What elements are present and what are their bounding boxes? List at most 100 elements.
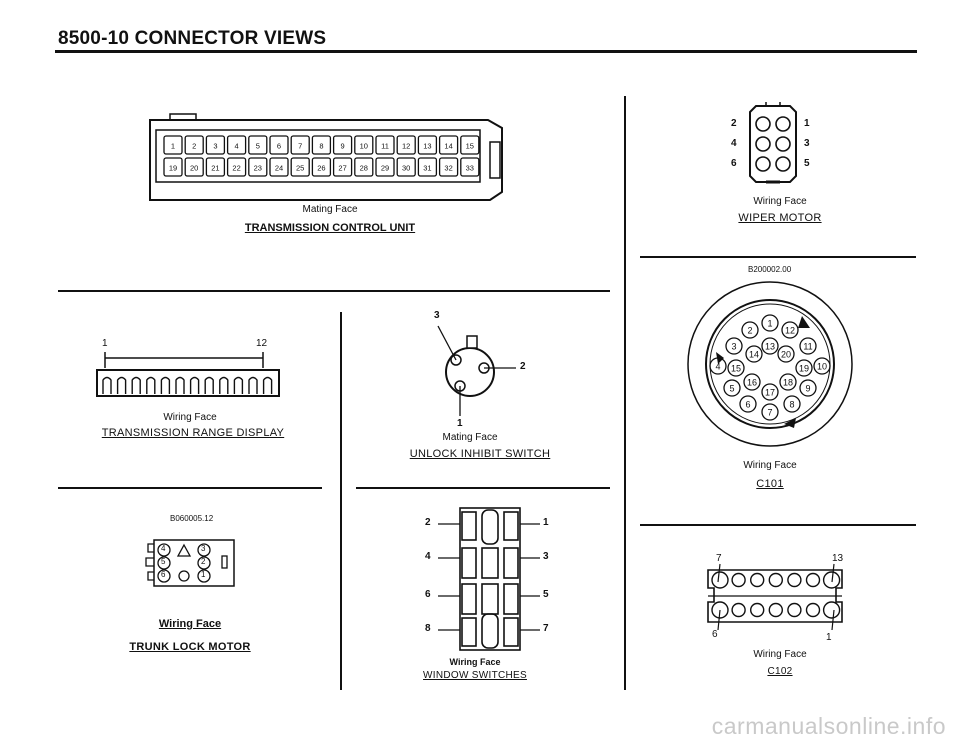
tcu-pin-bottom: 31 xyxy=(417,157,438,177)
c101-pin: 9 xyxy=(799,379,817,397)
unlock-pin-label: 3 xyxy=(434,310,440,321)
tcu-pin-bottom: 20 xyxy=(184,157,204,177)
trd-pin-slot xyxy=(204,376,214,394)
c101-pin: 18 xyxy=(779,373,797,391)
trunk-pin-label: 5 xyxy=(161,557,166,566)
tcu-pin-number: 4 xyxy=(235,142,239,151)
trunk-pin xyxy=(157,543,171,557)
window-pin-label: 1 xyxy=(543,517,549,528)
c101-pin-number: 20 xyxy=(781,350,791,360)
tcu-pin-top: 6 xyxy=(269,135,289,155)
c102-pin xyxy=(731,572,746,588)
c101-pin-number: 6 xyxy=(745,400,750,410)
unlock-face-label: Mating Face xyxy=(442,432,498,443)
tcu-caption: TRANSMISSION CONTROL UNIT xyxy=(244,222,416,234)
c101-pin-number: 15 xyxy=(731,364,741,374)
c102-caption: C102 xyxy=(767,666,793,677)
trunk-pin-label: 1 xyxy=(201,570,206,579)
wiper-pin xyxy=(755,136,771,152)
c102-pin xyxy=(822,601,841,619)
tcu-pin-number: 23 xyxy=(254,164,262,173)
tcu-pin-top: 9 xyxy=(332,135,353,155)
trd-pin-slot xyxy=(262,376,273,394)
c101-pin: 15 xyxy=(727,359,745,377)
window-face-label: Wiring Face xyxy=(449,657,501,667)
c101-face-label: Wiring Face xyxy=(743,460,797,471)
tcu-pin-top: 12 xyxy=(396,135,416,155)
c101-pin: 3 xyxy=(725,337,743,355)
c101-pin-number: 9 xyxy=(805,384,810,394)
unlock-pin-label: 1 xyxy=(457,418,463,429)
c101-pin: 4 xyxy=(709,357,727,375)
c101-pin-number: 4 xyxy=(715,362,720,372)
trd-pin-slot xyxy=(116,376,127,394)
c101-pin: 20 xyxy=(777,345,795,363)
tcu-pin-top: 7 xyxy=(290,135,310,155)
tcu-pin-bottom: 32 xyxy=(438,157,459,177)
tcu-pin-top: 4 xyxy=(226,135,247,155)
window-pin-label: 5 xyxy=(543,589,549,600)
tcu-pin-number: 24 xyxy=(275,164,283,173)
tcu-pin-number: 25 xyxy=(296,164,304,173)
tcu-pin-bottom: 30 xyxy=(396,157,416,177)
tcu-pin-top: 1 xyxy=(163,135,183,155)
c101-pin: 19 xyxy=(795,359,813,377)
trd-pin-last: 12 xyxy=(256,338,268,349)
tcu-pin-bottom: 28 xyxy=(354,157,374,177)
c101-pin-number: 13 xyxy=(765,342,775,352)
c101-pin-number: 7 xyxy=(767,408,772,418)
tcu-pin-number: 6 xyxy=(277,142,281,151)
tcu-pin-top: 13 xyxy=(417,135,438,155)
tcu-pin-number: 20 xyxy=(190,164,198,173)
c101-pin: 17 xyxy=(761,383,779,401)
tcu-pin-top: 2 xyxy=(184,135,204,155)
c101-caption: C101 xyxy=(756,478,784,490)
wiper-pin-label: 3 xyxy=(804,138,810,149)
c101-pin: 1 xyxy=(761,314,779,332)
c101-pin-number: 16 xyxy=(747,378,757,388)
window-caption: WINDOW SWITCHES xyxy=(423,670,527,681)
wiper-pin-label: 1 xyxy=(804,118,810,129)
trd-pin-slot xyxy=(146,376,156,394)
unlock-caption: UNLOCK INHIBIT SWITCH xyxy=(409,448,551,460)
trunk-pin xyxy=(197,556,211,570)
wiper-face-label: Wiring Face xyxy=(753,196,807,207)
page-title: 8500-10 CONNECTOR VIEWS xyxy=(58,28,327,49)
wiper-pin-label: 5 xyxy=(804,158,810,169)
c101-pin: 5 xyxy=(723,379,741,397)
tcu-pin-number: 30 xyxy=(402,164,410,173)
tcu-pin-number: 14 xyxy=(444,142,452,151)
c102-pin-label: 13 xyxy=(832,553,844,564)
c101-pin-number: 8 xyxy=(789,400,794,410)
tcu-pin-top: 3 xyxy=(205,135,226,155)
c102-pin xyxy=(750,602,765,618)
c102-pin xyxy=(787,572,802,588)
window-connector-drawing xyxy=(438,507,540,651)
tcu-pin-number: 32 xyxy=(444,164,452,173)
c102-pin-label: 7 xyxy=(716,553,722,564)
wiper-pin-label: 4 xyxy=(731,138,737,149)
trd-caption: TRANSMISSION RANGE DISPLAY xyxy=(101,427,285,439)
tcu-pin-number: 10 xyxy=(360,142,368,151)
trd-pin-first: 1 xyxy=(102,338,108,349)
c101-pin-number: 14 xyxy=(749,350,759,360)
tcu-pin-top: 8 xyxy=(311,135,332,155)
window-pin-label: 7 xyxy=(543,623,549,634)
tcu-pin-number: 27 xyxy=(338,164,346,173)
tcu-pin-number: 9 xyxy=(341,142,345,151)
trunk-connector-drawing xyxy=(145,539,235,587)
trunk-pin xyxy=(157,556,171,570)
c102-pin xyxy=(805,572,821,588)
wiper-pin xyxy=(775,156,791,172)
c101-pin-number: 19 xyxy=(799,364,809,374)
right-column-divider xyxy=(624,96,626,690)
c101-pin: 14 xyxy=(745,345,763,363)
unlock-connector-drawing xyxy=(437,325,516,416)
window-pin-label: 3 xyxy=(543,551,549,562)
wiper-pin xyxy=(775,116,791,132)
tcu-pin-number: 22 xyxy=(232,164,240,173)
tcu-pin-bottom: 29 xyxy=(375,157,395,177)
c102-pin xyxy=(822,571,841,589)
